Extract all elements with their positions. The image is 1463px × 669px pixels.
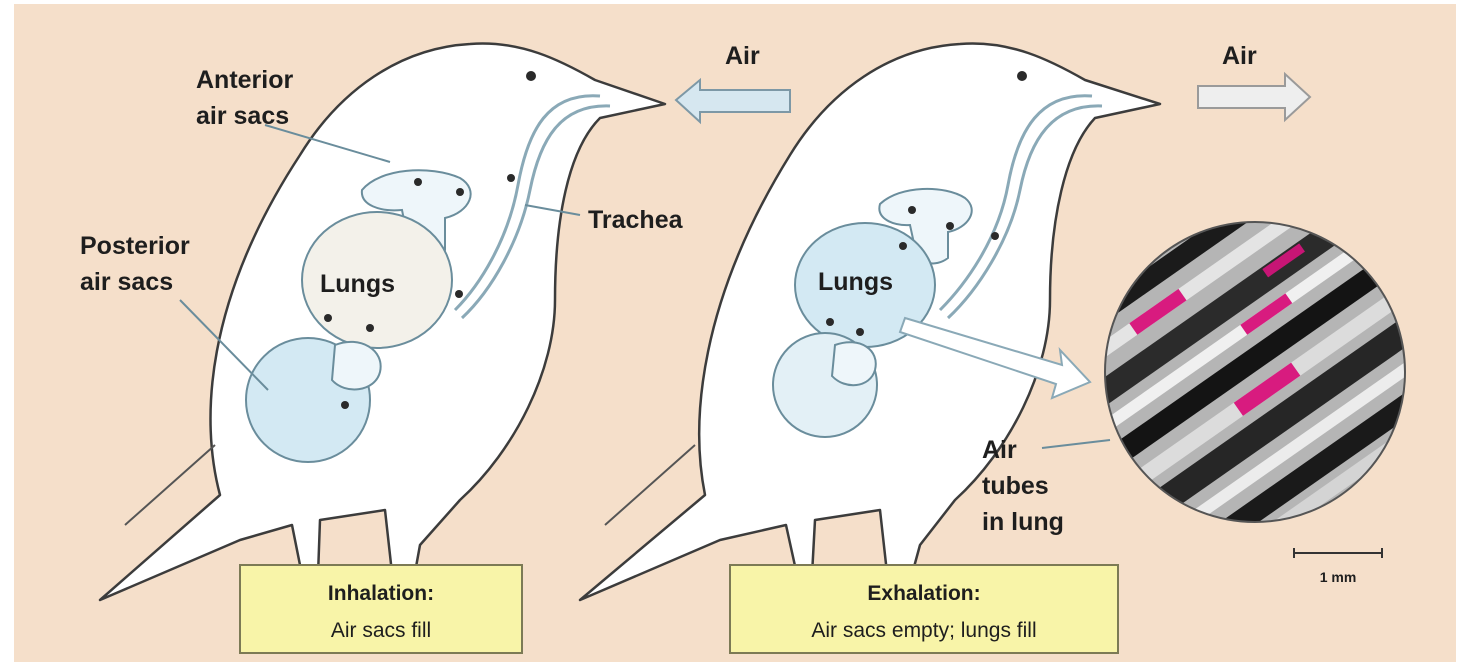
air-tubes-label-2: tubes <box>982 472 1049 500</box>
air-tubes-label-3: in lung <box>982 508 1064 536</box>
air-label-left: Air <box>725 42 760 70</box>
exhalation-caption-title: Exhalation: <box>867 582 980 605</box>
anterior-air-sacs-label-2: air sacs <box>196 102 289 130</box>
exhalation-caption: Exhalation: Air sacs empty; lungs fill <box>730 565 1118 653</box>
eye-right <box>1017 71 1027 81</box>
scale-bar-label: 1 mm <box>1320 569 1357 585</box>
trachea-label: Trachea <box>588 206 684 234</box>
inhalation-caption-title: Inhalation: <box>328 582 434 605</box>
posterior-air-sacs-label-2: air sacs <box>80 268 173 296</box>
inhalation-caption-body: Air sacs fill <box>331 619 431 642</box>
air-tubes-label: Air <box>982 436 1017 464</box>
anterior-air-sacs-label: Anterior <box>196 66 294 94</box>
eye <box>526 71 536 81</box>
lungs-label-right: Lungs <box>818 268 893 296</box>
posterior-air-sacs-label: Posterior <box>80 232 190 260</box>
exhalation-caption-body: Air sacs empty; lungs fill <box>811 619 1036 642</box>
inhalation-caption: Inhalation: Air sacs fill <box>240 565 522 653</box>
air-label-right: Air <box>1222 42 1257 70</box>
lungs-label-left: Lungs <box>320 270 395 298</box>
